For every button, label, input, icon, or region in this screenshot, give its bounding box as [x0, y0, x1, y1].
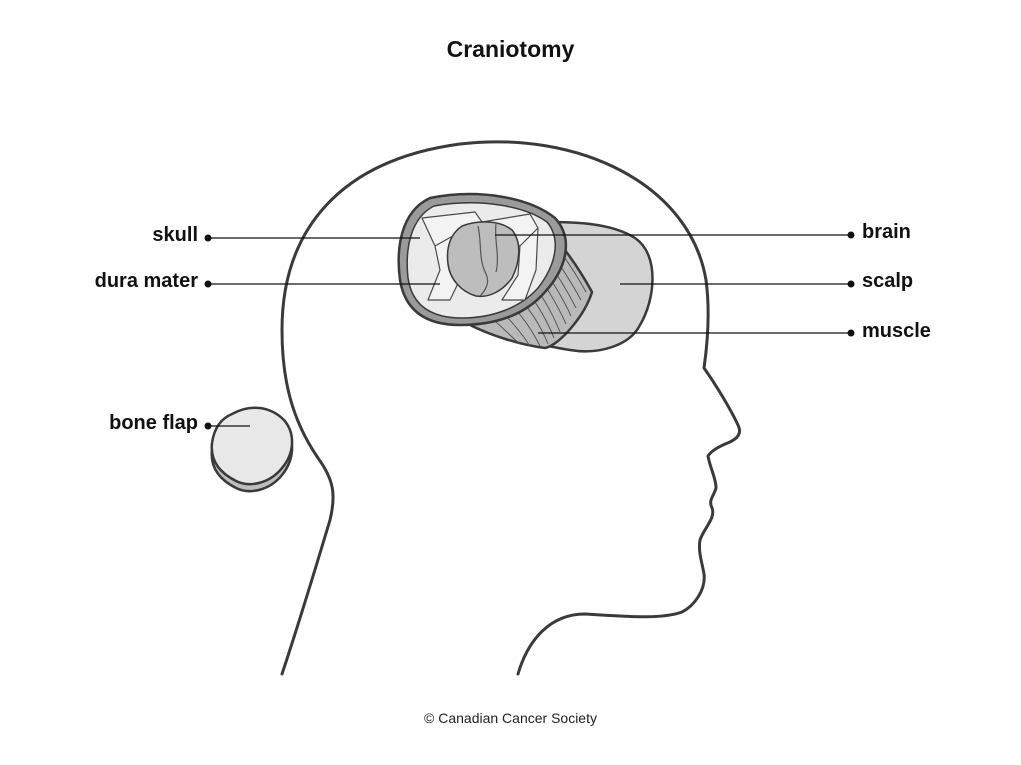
- diagram-title: Craniotomy: [446, 36, 575, 62]
- label-muscle: muscle: [862, 320, 931, 342]
- label-scalp: scalp: [862, 270, 914, 292]
- bone-flap: [210, 406, 294, 493]
- leader-bone-flap: [204, 422, 250, 430]
- leader-muscle: [538, 329, 855, 337]
- head-outline: [280, 140, 742, 676]
- leader-brain: [495, 231, 855, 239]
- label-bone-flap: bone flap: [109, 412, 198, 434]
- leader-skull: [204, 234, 420, 242]
- label-brain: brain: [862, 221, 911, 243]
- leader-dura-mater: [204, 280, 440, 288]
- copyright-credit: © Canadian Cancer Society: [424, 710, 597, 726]
- label-dura-mater: dura mater: [94, 270, 198, 292]
- label-skull: skull: [152, 224, 198, 246]
- leader-scalp: [620, 280, 855, 288]
- brain-exposed: [446, 221, 520, 298]
